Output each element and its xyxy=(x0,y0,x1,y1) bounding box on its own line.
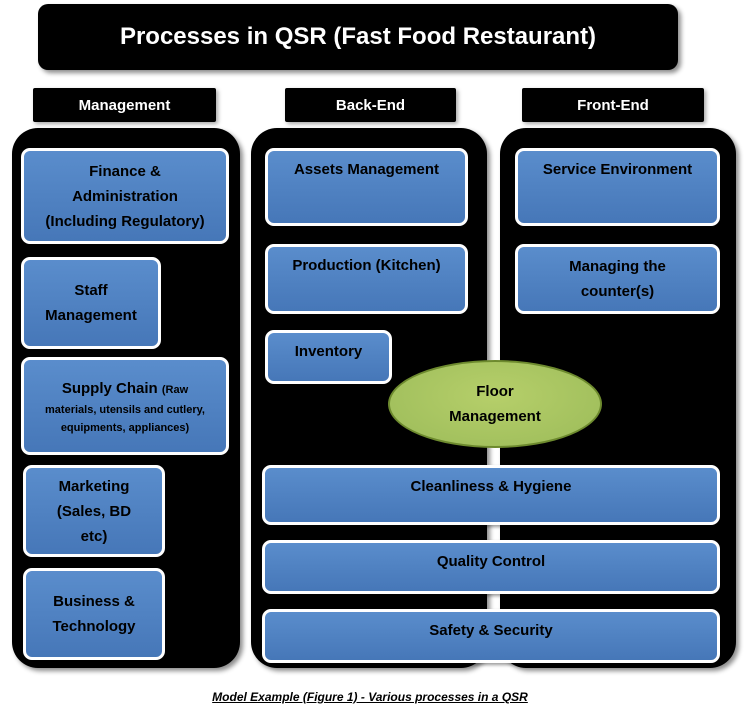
column-header-frontend-label: Front-End xyxy=(577,96,649,114)
finance-line-1: Finance & xyxy=(89,162,161,180)
marketing-line-3: etc) xyxy=(80,527,108,545)
supply-chain-title: Supply Chain xyxy=(61,379,158,397)
marketing-line-2: (Sales, BD xyxy=(56,502,132,520)
business-line-1: Business & xyxy=(53,593,135,610)
supply-chain-detail-3: equipments, appliances) xyxy=(60,421,190,434)
production-kitchen-box: Production (Kitchen) xyxy=(265,244,468,314)
cleanliness-hygiene-label: Cleanliness & Hygiene xyxy=(410,478,572,495)
column-header-backend: Back-End xyxy=(285,88,456,122)
production-kitchen-label: Production (Kitchen) xyxy=(292,257,441,274)
quality-control-label: Quality Control xyxy=(436,553,546,570)
counter-line-2: counter(s) xyxy=(580,283,655,300)
column-header-management: Management xyxy=(33,88,216,122)
finance-administration-box: Finance & Administration (Including Regu… xyxy=(21,148,229,244)
service-environment-box: Service Environment xyxy=(515,148,720,226)
service-environment-label: Service Environment xyxy=(542,161,693,178)
column-header-frontend: Front-End xyxy=(522,88,704,122)
floor-line-2: Management xyxy=(449,408,541,425)
business-technology-box: Business & Technology xyxy=(23,568,165,660)
staff-management-box: Staff Management xyxy=(21,257,161,349)
staff-line-1: Staff xyxy=(74,282,108,299)
marketing-box: Marketing (Sales, BD etc) xyxy=(23,465,165,557)
figure-caption: Model Example (Figure 1) - Various proce… xyxy=(212,690,528,704)
staff-line-2: Management xyxy=(45,307,137,324)
diagram-title: Processes in QSR (Fast Food Restaurant) xyxy=(38,4,678,70)
business-line-2: Technology xyxy=(52,618,136,635)
supply-chain-detail-1: (Raw xyxy=(161,383,189,396)
counter-line-1: Managing the xyxy=(569,258,666,275)
supply-chain-box: Supply Chain (Raw materials, utensils an… xyxy=(21,357,229,455)
diagram-title-text: Processes in QSR (Fast Food Restaurant) xyxy=(119,23,597,50)
column-header-management-label: Management xyxy=(78,96,171,114)
finance-line-2: Administration xyxy=(72,187,178,205)
marketing-line-1: Marketing xyxy=(58,477,130,495)
inventory-box: Inventory xyxy=(265,330,392,384)
safety-security-box: Safety & Security xyxy=(262,609,720,663)
managing-counter-box: Managing the counter(s) xyxy=(515,244,720,314)
column-header-backend-label: Back-End xyxy=(335,96,406,114)
quality-control-box: Quality Control xyxy=(262,540,720,594)
finance-line-3: (Including Regulatory) xyxy=(45,212,205,230)
supply-chain-detail-2: materials, utensils and cutlery, xyxy=(45,403,205,416)
assets-management-box: Assets Management xyxy=(265,148,468,226)
safety-security-label: Safety & Security xyxy=(429,622,553,639)
floor-line-1: Floor xyxy=(476,383,514,400)
inventory-label: Inventory xyxy=(294,343,363,360)
floor-management-ellipse: Floor Management xyxy=(388,360,602,448)
assets-management-label: Assets Management xyxy=(293,161,440,178)
cleanliness-hygiene-box: Cleanliness & Hygiene xyxy=(262,465,720,525)
